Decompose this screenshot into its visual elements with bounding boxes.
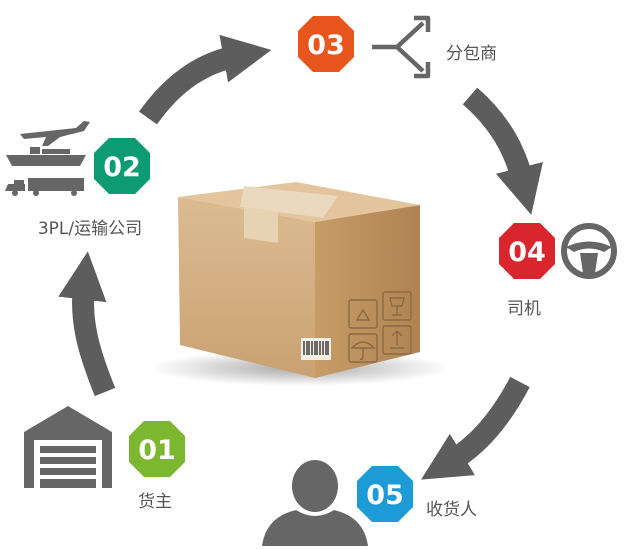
step-03-number: 03 xyxy=(307,30,345,61)
arrow-01-to-02 xyxy=(58,251,116,397)
step-04-label: 司机 xyxy=(507,299,541,319)
step-04-number: 04 xyxy=(508,237,546,268)
step-03: 03 分包商 xyxy=(298,15,497,79)
step-04-badge xyxy=(499,223,555,279)
truck-icon xyxy=(5,178,84,196)
split-arrow-icon xyxy=(372,15,431,79)
step-02-number: 02 xyxy=(103,152,141,183)
step-05-number: 05 xyxy=(366,480,404,511)
step-01-label: 货主 xyxy=(138,492,172,512)
umbrella-icon xyxy=(348,333,378,363)
step-02-badge xyxy=(94,138,150,194)
step-02: 02 3PL/运输公司 xyxy=(5,121,150,239)
barcode-icon xyxy=(301,338,331,360)
warehouse-icon xyxy=(24,406,112,488)
step-05-badge xyxy=(357,466,413,522)
step-01-badge xyxy=(129,421,185,477)
step-03-badge xyxy=(298,16,354,72)
step-03-label: 分包商 xyxy=(446,44,497,64)
fragile-glass-icon xyxy=(382,291,412,321)
arrow-03-to-04 xyxy=(462,87,543,215)
steering-wheel-icon xyxy=(561,223,617,279)
step-05-label: 收货人 xyxy=(426,500,477,520)
ship-icon xyxy=(6,147,86,166)
recycle-icon xyxy=(348,299,378,329)
step-01-number: 01 xyxy=(138,435,176,466)
step-04: 04 司机 xyxy=(499,223,617,319)
cardboard-box xyxy=(150,182,450,386)
step-05: 05 收货人 xyxy=(262,460,477,546)
person-icon xyxy=(262,460,368,546)
airplane-icon xyxy=(20,121,90,146)
cycle-arrows xyxy=(58,34,543,480)
step-01: 01 货主 xyxy=(24,406,185,512)
arrow-04-to-05 xyxy=(421,376,530,480)
arrow-02-to-03 xyxy=(139,34,272,125)
this-way-up-icon xyxy=(382,325,412,355)
step-02-label: 3PL/运输公司 xyxy=(38,219,142,239)
